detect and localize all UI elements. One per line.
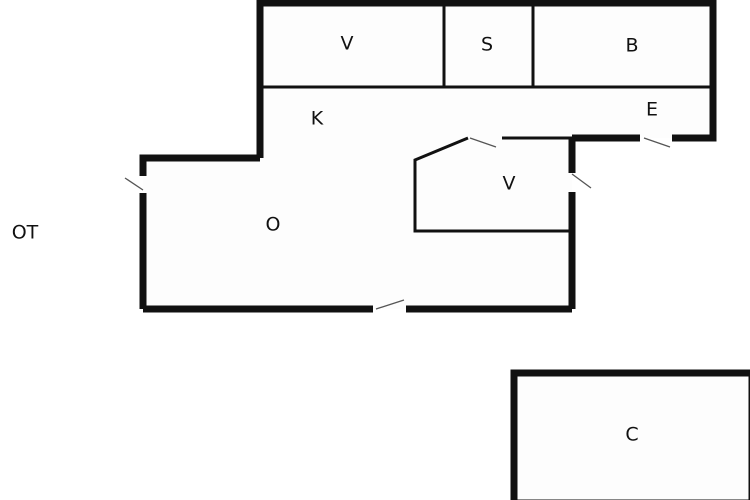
- label-living: O: [266, 214, 281, 236]
- wall-north-east: [256, 0, 717, 158]
- cellar-walls: [510, 369, 750, 500]
- wall-west-upper: [139, 154, 260, 176]
- wall-wardrobe: [413, 136, 570, 233]
- door-west: [124, 177, 144, 191]
- label-kitchen: K: [311, 108, 324, 130]
- label-wardrobe: V: [503, 173, 516, 195]
- interior-walls: [260, 3, 713, 233]
- door-wardrobe: [469, 137, 497, 148]
- doors: [124, 137, 671, 310]
- door-entrance: [643, 137, 671, 148]
- door-east: [571, 173, 592, 189]
- cellar-floor: [514, 373, 750, 500]
- label-outside: OT: [12, 222, 39, 244]
- label-cellar: C: [625, 424, 638, 446]
- exterior-walls: [139, 0, 717, 313]
- label-entrance: E: [646, 99, 658, 121]
- label-sauna: S: [481, 34, 493, 56]
- door-south: [375, 299, 405, 310]
- label-bathroom: B: [625, 35, 638, 57]
- label-storage-top: V: [341, 33, 354, 55]
